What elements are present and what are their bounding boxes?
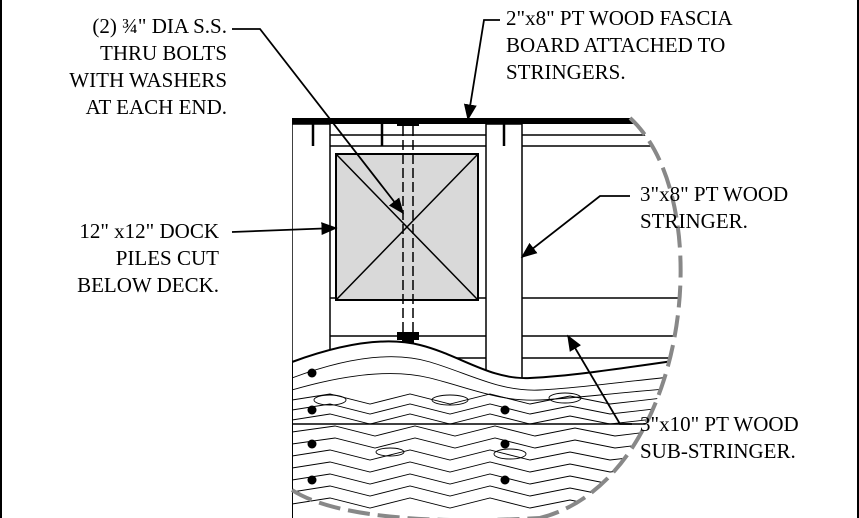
callout-fascia-line: 2"x8" PT WOOD FASCIA bbox=[506, 6, 733, 30]
callout-bolts-line: (2) ¾" DIA S.S. bbox=[92, 14, 227, 38]
leader-piles bbox=[231, 222, 338, 236]
fascia-board bbox=[292, 118, 672, 124]
callout-bolts-line: AT EACH END. bbox=[85, 95, 227, 119]
callout-bolts-line: THRU BOLTS bbox=[100, 41, 227, 65]
detail-section bbox=[292, 118, 681, 518]
detail-boundary bbox=[539, 116, 683, 518]
leader-stringer bbox=[520, 195, 630, 258]
callout-bolts-line: WITH WASHERS bbox=[69, 68, 227, 92]
callout-bolts: (2) ¾" DIA S.S. THRU BOLTS WITH WASHERS … bbox=[69, 13, 227, 121]
callout-stringer: 3"x8" PT WOOD STRINGER. bbox=[640, 181, 788, 235]
leader-bolts bbox=[232, 28, 404, 215]
leader-fascia bbox=[463, 19, 500, 121]
callout-piles-line: 12" x12" DOCK bbox=[79, 219, 219, 243]
callout-fascia-line: BOARD ATTACHED TO bbox=[506, 33, 726, 57]
leader-substringer bbox=[567, 334, 632, 425]
callout-piles: 12" x12" DOCK PILES CUT BELOW DECK. bbox=[77, 218, 219, 299]
callout-piles-line: PILES CUT bbox=[115, 246, 219, 270]
callout-piles-line: BELOW DECK. bbox=[77, 273, 219, 297]
callout-substringer-line: SUB-STRINGER. bbox=[640, 439, 796, 463]
callout-stringer-line: STRINGER. bbox=[640, 209, 748, 233]
callout-stringer-line: 3"x8" PT WOOD bbox=[640, 182, 789, 206]
callout-fascia-line: STRINGERS. bbox=[506, 60, 626, 84]
callout-substringer: 3"x10" PT WOOD SUB-STRINGER. bbox=[640, 411, 799, 465]
leader-lines bbox=[231, 19, 632, 425]
callout-fascia: 2"x8" PT WOOD FASCIA BOARD ATTACHED TO S… bbox=[506, 5, 733, 86]
callout-substringer-line: 3"x10" PT WOOD bbox=[640, 412, 799, 436]
fascia-nails bbox=[311, 124, 506, 146]
deck-fasteners bbox=[307, 368, 510, 485]
